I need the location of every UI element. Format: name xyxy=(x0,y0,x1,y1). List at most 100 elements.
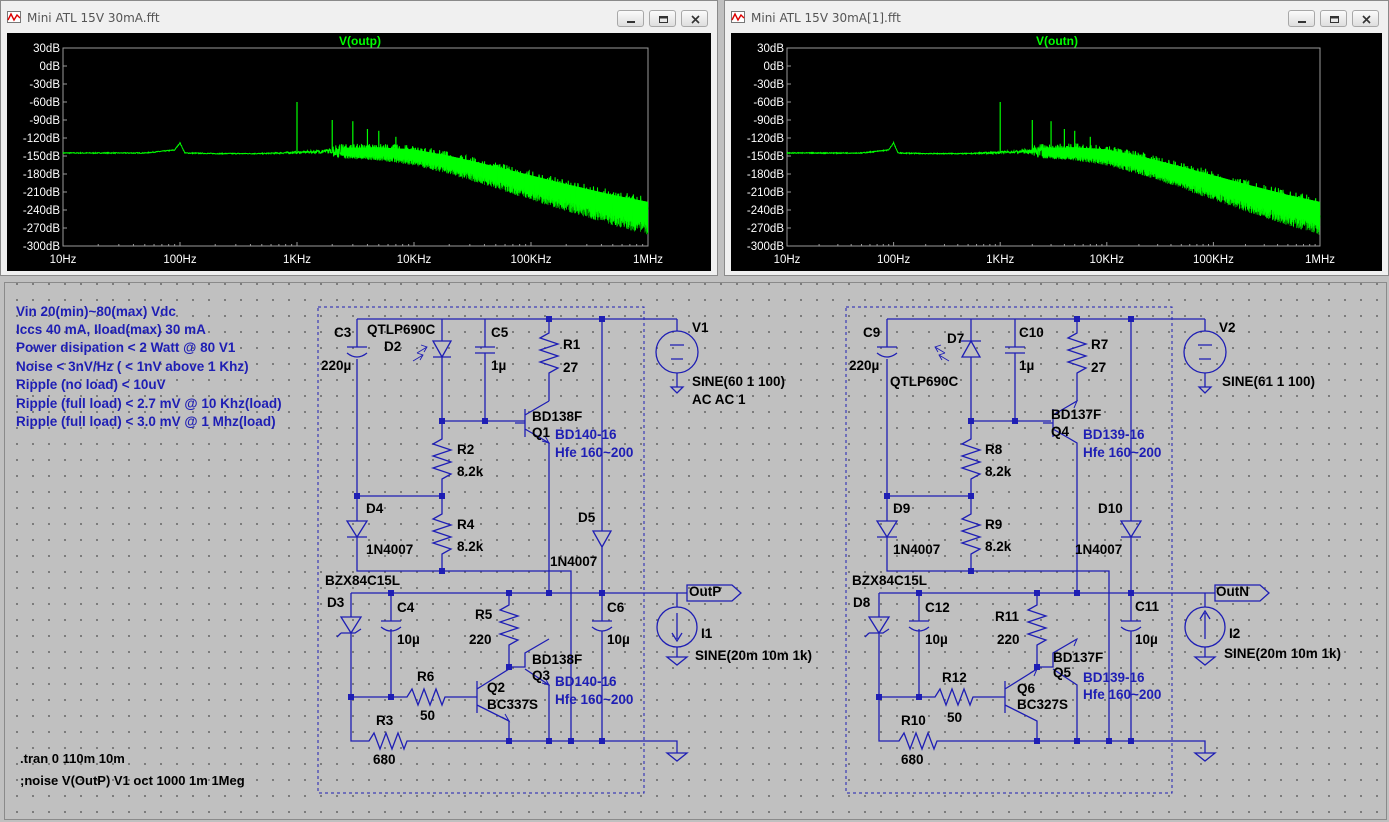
component-value[interactable]: 1µ xyxy=(1019,358,1035,373)
component-ref[interactable]: R11 xyxy=(995,609,1020,624)
component-ref[interactable]: Q6 xyxy=(1017,681,1036,696)
component-value[interactable]: 10µ xyxy=(607,632,630,647)
component-value[interactable]: 10µ xyxy=(1135,632,1158,647)
fft-trace[interactable] xyxy=(786,102,1321,235)
trace-label[interactable]: V(outp) xyxy=(339,34,381,48)
component-value[interactable]: BZX84C15L xyxy=(325,573,401,588)
component-ref[interactable]: C5 xyxy=(491,325,509,340)
component-ref[interactable]: R6 xyxy=(417,669,435,684)
fft-trace[interactable] xyxy=(62,102,649,235)
component-ref[interactable]: D7 xyxy=(947,331,965,346)
component-value[interactable]: 10µ xyxy=(925,632,948,647)
component-ref[interactable]: R5 xyxy=(475,607,493,622)
component-ref[interactable]: D5 xyxy=(578,510,596,525)
component-note[interactable]: BD139-16 xyxy=(1083,670,1145,685)
net-label[interactable]: OutN xyxy=(1216,584,1249,599)
window-titlebar[interactable]: Mini ATL 15V 30mA.fft xyxy=(1,1,717,33)
component-ref[interactable]: D4 xyxy=(366,501,384,516)
component-ref[interactable]: C6 xyxy=(607,600,625,615)
component-value[interactable]: QTLP690C xyxy=(890,374,959,389)
component-note[interactable]: BD140-16 xyxy=(555,427,617,442)
component-ref[interactable]: Q2 xyxy=(487,680,506,695)
component-value[interactable]: 220 xyxy=(997,632,1020,647)
trace-label[interactable]: V(outn) xyxy=(1036,34,1078,48)
spice-directive[interactable]: ;noise V(OutP) V1 oct 1000 1m 1Meg xyxy=(20,773,245,788)
component-value[interactable]: BC337S xyxy=(487,697,539,712)
restore-button[interactable] xyxy=(649,10,676,27)
spec-note[interactable]: Ripple (full load) < 2.7 mV @ 10 Khz(loa… xyxy=(16,396,282,411)
component-value[interactable]: 8.2k xyxy=(457,539,484,554)
component-ref[interactable]: D3 xyxy=(327,595,345,610)
component-value[interactable]: 1µ xyxy=(491,358,507,373)
component-ref[interactable]: Q1 xyxy=(532,425,551,440)
component-note[interactable]: Hfe 160~200 xyxy=(555,445,634,460)
component-value[interactable]: BD138F xyxy=(532,409,583,424)
component-ref[interactable]: V1 xyxy=(692,320,709,335)
component-ref[interactable]: D10 xyxy=(1098,501,1123,516)
component-value[interactable]: SINE(61 1 100) xyxy=(1222,374,1316,389)
component-ref[interactable]: I1 xyxy=(701,626,713,641)
component-ref[interactable]: Q4 xyxy=(1051,424,1070,439)
component-ref[interactable]: Q5 xyxy=(1053,665,1072,680)
component-value[interactable]: 27 xyxy=(1091,360,1107,375)
component-value[interactable]: 220µ xyxy=(321,358,352,373)
restore-button[interactable] xyxy=(1320,10,1347,27)
fft-plot-svg[interactable]: V(outp) 30dB0dB-30dB-60dB-90dB-120dB-150… xyxy=(7,33,711,271)
component-note[interactable]: Hfe 160~200 xyxy=(1083,687,1162,702)
spec-note[interactable]: Noise < 3nV/Hz ( < 1nV above 1 Khz) xyxy=(16,359,249,374)
component-value[interactable]: 220µ xyxy=(849,358,880,373)
component-ref[interactable]: R12 xyxy=(942,670,967,685)
component-ref[interactable]: C12 xyxy=(925,600,950,615)
component-value[interactable]: 1N4007 xyxy=(550,554,598,569)
component-value[interactable]: BD138F xyxy=(532,652,583,667)
component-ref[interactable]: C10 xyxy=(1019,325,1044,340)
component-ref[interactable]: R10 xyxy=(901,713,926,728)
minimize-button[interactable] xyxy=(617,10,644,27)
component-ref[interactable]: D8 xyxy=(853,595,871,610)
component-ref[interactable]: C4 xyxy=(397,600,415,615)
component-ref[interactable]: R7 xyxy=(1091,337,1109,352)
component-value[interactable]: SINE(60 1 100) xyxy=(692,374,786,389)
schematic-editor[interactable]: Vin 20(min)~80(max) Vdc Iccs 40 mA, Iloa… xyxy=(4,282,1387,820)
component-value[interactable]: SINE(20m 10m 1k) xyxy=(1224,646,1342,661)
component-value[interactable]: BD137F xyxy=(1051,407,1102,422)
component-ref[interactable]: D2 xyxy=(384,339,402,354)
spec-note[interactable]: Iccs 40 mA, Iload(max) 30 mA xyxy=(16,322,206,337)
component-ref[interactable]: Q3 xyxy=(532,668,551,683)
component-value[interactable]: 1N4007 xyxy=(1075,542,1123,557)
component-value[interactable]: 8.2k xyxy=(985,464,1012,479)
component-ref[interactable]: R2 xyxy=(457,442,475,457)
minimize-button[interactable] xyxy=(1288,10,1315,27)
component-value[interactable]: SINE(20m 10m 1k) xyxy=(695,648,813,663)
component-value[interactable]: BZX84C15L xyxy=(852,573,928,588)
component-ref[interactable]: C3 xyxy=(334,325,352,340)
component-value[interactable]: 10µ xyxy=(397,632,420,647)
spec-note[interactable]: Vin 20(min)~80(max) Vdc xyxy=(16,304,176,319)
component-value[interactable]: 220 xyxy=(469,632,492,647)
component-ref[interactable]: R9 xyxy=(985,517,1003,532)
close-button[interactable] xyxy=(681,10,708,27)
component-note[interactable]: BD140-16 xyxy=(555,674,617,689)
component-ref[interactable]: C11 xyxy=(1135,599,1160,614)
component-value[interactable]: 50 xyxy=(947,710,963,725)
component-value[interactable]: 8.2k xyxy=(985,539,1012,554)
component-value[interactable]: BC327S xyxy=(1017,697,1069,712)
component-value[interactable]: 680 xyxy=(373,752,396,767)
component-ref[interactable]: C9 xyxy=(863,325,881,340)
component-note[interactable]: Hfe 160~200 xyxy=(1083,445,1162,460)
component-value[interactable]: 1N4007 xyxy=(366,542,414,557)
net-label[interactable]: OutP xyxy=(689,584,722,599)
component-ref[interactable]: I2 xyxy=(1229,626,1241,641)
component-ref[interactable]: V2 xyxy=(1219,320,1236,335)
component-value[interactable]: 1N4007 xyxy=(893,542,941,557)
window-titlebar[interactable]: Mini ATL 15V 30mA[1].fft xyxy=(725,1,1388,33)
component-value[interactable]: 8.2k xyxy=(457,464,484,479)
component-note[interactable]: BD139-16 xyxy=(1083,427,1145,442)
component-note[interactable]: Hfe 160~200 xyxy=(555,692,634,707)
component-ref[interactable]: D9 xyxy=(893,501,911,516)
close-button[interactable] xyxy=(1352,10,1379,27)
component-value[interactable]: 50 xyxy=(420,708,436,723)
